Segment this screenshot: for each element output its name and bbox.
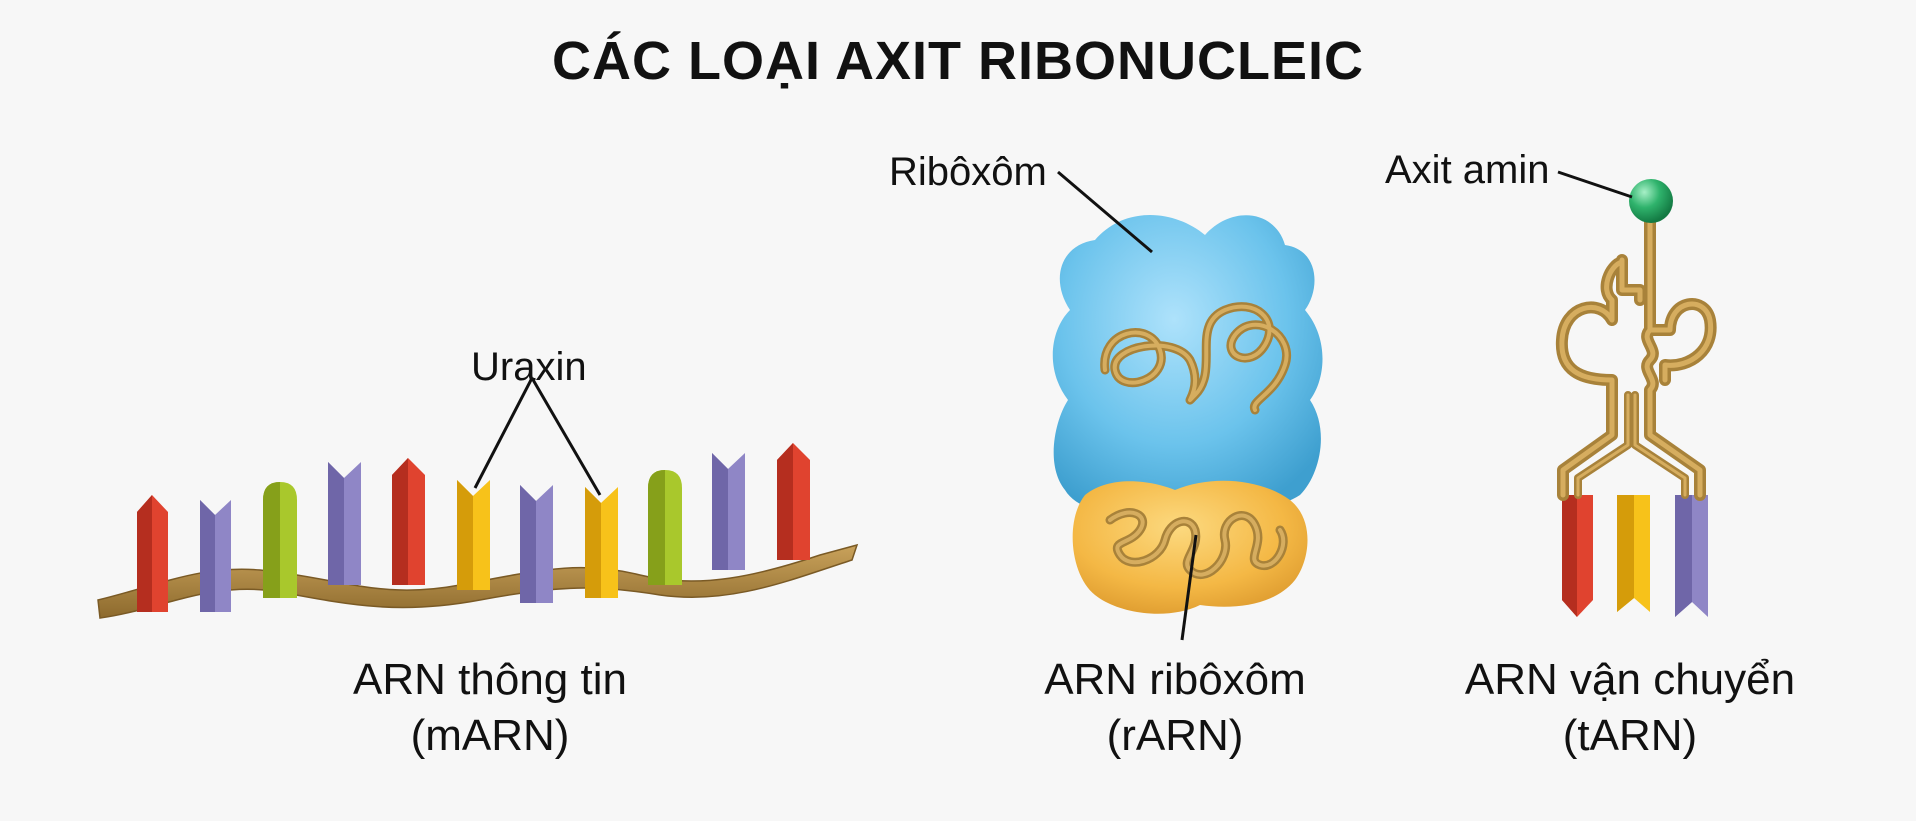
rrna-illustration [1052,170,1323,641]
page-title: CÁC LOẠI AXIT RIBONUCLEIC [552,31,1364,91]
trna-illustration [1555,170,1717,617]
base-purple-1 [200,500,231,612]
trna-caption-abbr: (tARN) [1562,711,1698,760]
rrna-caption: ARN ribôxôm (rARN) [945,652,1405,764]
base-green-2 [648,470,682,585]
rrna-caption-abbr: (rARN) [1106,711,1244,760]
uracil-label: Uraxin [471,345,587,389]
base-green-1 [263,482,297,598]
ribosome-label: Ribôxôm [889,150,1047,194]
trna-caption: ARN vận chuyển (tARN) [1400,652,1860,764]
rrna-leader-line [1180,534,1198,641]
base-purple-2 [328,462,361,585]
rrna-caption-name: ARN ribôxôm [1044,655,1306,704]
base-purple-4 [712,453,745,570]
trna-caption-name: ARN vận chuyển [1464,655,1796,704]
trna-base-yellow [1617,495,1650,612]
base-uracil-1 [457,480,490,590]
mrna-caption-abbr: (mARN) [410,711,570,760]
base-red-2 [392,458,425,585]
mrna-caption-name: ARN thông tin [353,655,627,704]
trna-base-red [1562,495,1593,617]
amino-acid-leader-line [1557,170,1633,199]
base-red-3 [777,443,810,560]
ribosome-leader-line [1057,170,1153,254]
amino-acid-sphere [1629,179,1673,223]
uracil-leader-line-1 [473,377,534,489]
base-uracil-2 [585,487,618,598]
mrna-caption: ARN thông tin (mARN) [260,652,720,764]
base-purple-3 [520,485,553,603]
base-red-1 [137,495,168,612]
trna-base-purple [1675,495,1708,617]
mrna-illustration [97,377,859,619]
uracil-leader-line-2 [530,377,602,496]
amino-acid-label: Axit amin [1385,148,1550,192]
